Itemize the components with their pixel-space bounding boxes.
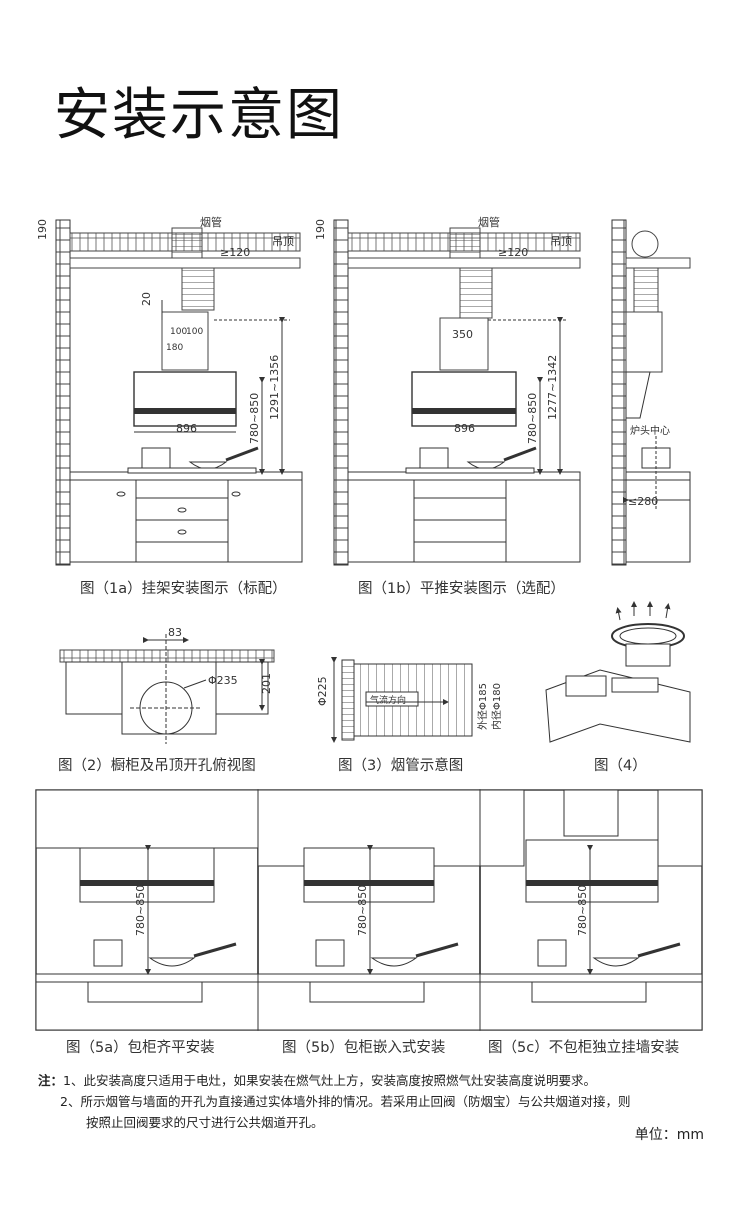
fig1b-dim-190: 190 (314, 219, 327, 240)
fig1b-label-flue: 烟管 (478, 215, 500, 229)
notes: 注：1、此安装高度只适用于电灶，如果安装在燃气灶上方，安装高度按照燃气灶安装高度… (38, 1070, 630, 1133)
fig1a-dim-height: 780~850 (248, 393, 261, 444)
fig1b-label-ceiling: 吊顶 (550, 235, 572, 248)
fig5b-diagram (257, 789, 481, 1031)
fig3-caption: 图（3）烟管示意图 (338, 758, 464, 774)
fig1b-dim-350: 350 (452, 328, 473, 341)
fig3-label-inner: 内径Φ180 (490, 683, 503, 730)
fig2-diagram (59, 634, 275, 744)
fig1a-dim-100a: 100 (170, 327, 187, 337)
fig1b-caption: 图（1b）平推安装图示（选配） (358, 581, 565, 597)
fig5a-caption: 图（5a）包柜齐平安装 (66, 1040, 215, 1056)
fig1c-dim-280: ≤280 (628, 495, 658, 508)
fig5b-caption: 图（5b）包柜嵌入式安装 (282, 1040, 446, 1056)
fig1c-diagram (611, 219, 691, 566)
fig1b-dim-896: 896 (454, 422, 475, 435)
fig3-label-outer: 外径Φ185 (476, 683, 489, 730)
fig3-dim-225: Φ225 (316, 676, 329, 706)
fig1c-label-burner: 炉头中心 (630, 424, 670, 437)
fig5b-dim: 780~850 (356, 885, 369, 936)
fig1b-dim-height: 780~850 (526, 393, 539, 444)
page-title: 安装示意图 (54, 83, 344, 148)
fig5c-caption: 图（5c）不包柜独立挂墙安装 (488, 1040, 680, 1056)
fig2-dim-83: 83 (168, 626, 182, 639)
fig5c-diagram (479, 789, 703, 1031)
fig4-diagram (545, 601, 691, 743)
fig4-caption: 图（4） (594, 758, 647, 774)
unit-label: 单位：mm (634, 1127, 704, 1143)
fig3-diagram (331, 657, 473, 743)
fig1a-dim-total: 1291~1356 (268, 355, 281, 420)
fig5c-dim: 780~850 (576, 885, 589, 936)
fig2-dim-235: Φ235 (208, 674, 238, 687)
fig1a-caption: 图（1a）挂架安装图示（标配） (80, 581, 287, 597)
fig2-caption: 图（2）橱柜及吊顶开孔俯视图 (58, 758, 256, 774)
notes-label: 注： (38, 1073, 64, 1088)
fig1b-diagram (333, 219, 581, 566)
fig1a-dim-20: 20 (140, 292, 153, 306)
note-line-2: 2、所示烟管与墙面的开孔为直接通过实体墙外排的情况。若采用止回阀（防烟宝）与公共… (60, 1094, 631, 1109)
fig1a-label-flue: 烟管 (200, 215, 222, 229)
fig1a-label-ceiling: 吊顶 (272, 235, 294, 248)
fig1a-diagram (55, 219, 303, 566)
fig1b-dim-120: ≥120 (498, 246, 528, 259)
note-line-1: 注：1、此安装高度只适用于电灶，如果安装在燃气灶上方，安装高度按照燃气灶安装高度… (38, 1073, 596, 1088)
fig2-dim-201: 201 (260, 673, 273, 694)
fig1a-dim-896: 896 (176, 422, 197, 435)
fig1a-dim-100b: 100 (186, 327, 203, 337)
fig1a-dim-190: 190 (36, 219, 49, 240)
fig5a-dim: 780~850 (134, 885, 147, 936)
fig1a-dim-120: ≥120 (220, 246, 250, 259)
fig3-label-flow: 气流方向 (370, 694, 406, 706)
fig1b-dim-total: 1277~1342 (546, 355, 559, 420)
fig1a-dim-180: 180 (166, 343, 183, 353)
fig5a-diagram (35, 789, 259, 1031)
note-line-3: 按照止回阀要求的尺寸进行公共烟道开孔。 (86, 1115, 324, 1130)
